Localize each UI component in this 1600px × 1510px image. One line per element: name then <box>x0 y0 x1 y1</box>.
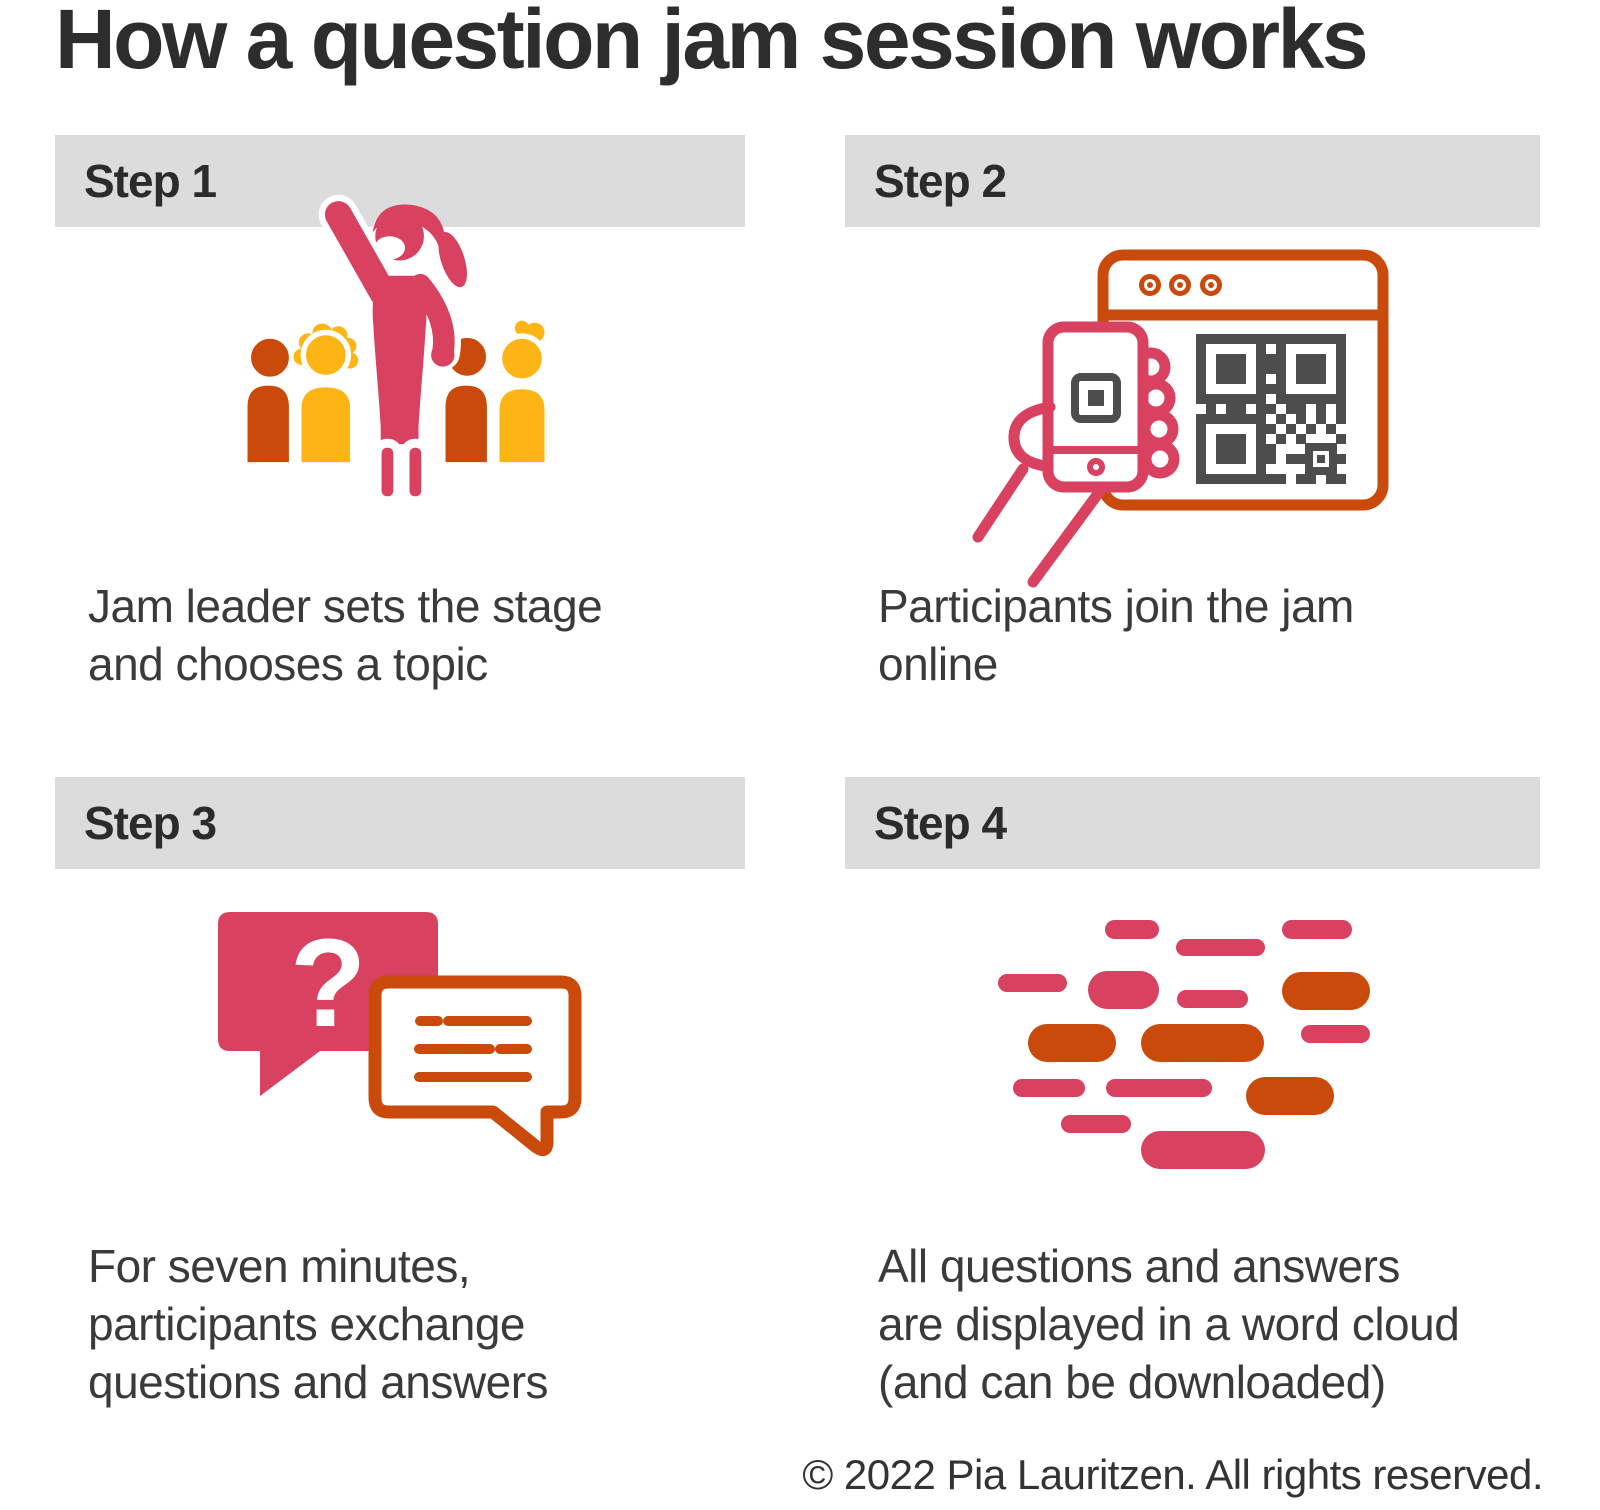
step-3-caption: For seven minutes, participants exchange… <box>88 1240 549 1409</box>
steps-grid: Step 1 <box>0 135 1600 1411</box>
jam-leader-crowd-icon <box>241 194 550 506</box>
answer-bubble <box>368 975 582 1157</box>
copyright-notice: © 2022 Pia Lauritzen. All rights reserve… <box>802 1451 1543 1499</box>
step-2-label: Step 2 <box>874 155 1007 208</box>
step-4-card: Step 4 <box>845 777 1540 1411</box>
step-4-label: Step 4 <box>874 797 1007 850</box>
svg-text:?: ? <box>290 914 366 1053</box>
step-2-caption: Participants join the jam online <box>878 580 1354 691</box>
crowd-figure-orange-left <box>241 333 294 468</box>
phone-qr-code-icon <box>972 249 1388 588</box>
page-title: How a question jam session works <box>55 0 1369 86</box>
hand-holding-phone <box>972 321 1179 588</box>
crowd-figure-yellow-bun <box>493 320 550 468</box>
step-1-label: Step 1 <box>84 155 217 208</box>
step-1-card: Step 1 <box>55 135 745 693</box>
crowd-figure-yellow-curly <box>292 323 358 468</box>
step-3-card: Step 3 ? For <box>55 777 745 1411</box>
step-1-caption: Jam leader sets the stage and chooses a … <box>88 580 603 691</box>
word-cloud-pills <box>997 920 1370 1170</box>
step-4-header-bar: Step 4 <box>845 777 1540 870</box>
jam-leader-figure <box>318 194 467 506</box>
step-2-header-bar: Step 2 <box>845 135 1540 228</box>
step-3-header-bar: Step 3 <box>55 777 745 870</box>
qr-code <box>1195 334 1346 485</box>
step-2-card: Step 2 <box>845 135 1540 693</box>
word-cloud-icon <box>997 920 1370 1170</box>
step-4-caption: All questions and answers are displayed … <box>878 1240 1460 1409</box>
question-answer-bubbles-icon: ? <box>218 912 582 1157</box>
step-3-label: Step 3 <box>84 797 217 850</box>
